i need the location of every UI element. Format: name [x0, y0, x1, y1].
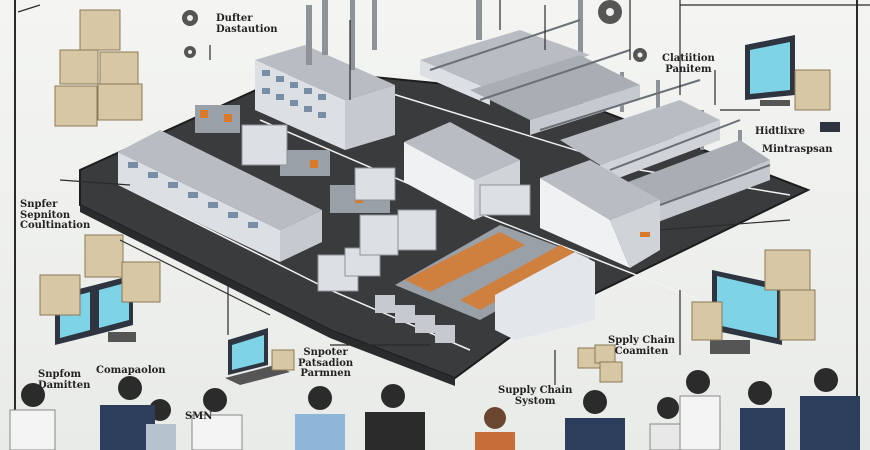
label-right-bottom: Spply Chain Coamiten	[608, 335, 676, 357]
office-building	[255, 45, 395, 150]
label-left-bottom-3: SMN	[185, 411, 213, 422]
label-right-middle-1: Hidtlixre	[755, 126, 806, 137]
label-left-middle: Snpfer Sepniton Coultination	[20, 199, 91, 231]
label-bottom-center: Supply Chain Systom	[498, 385, 573, 407]
platform-edge	[80, 205, 455, 386]
computer-monitor-top-right	[745, 35, 840, 132]
label-left-bottom: Snpfom Damitten	[38, 369, 91, 391]
processing-plant-top	[420, 30, 770, 225]
distribution-building	[540, 160, 660, 268]
gear-icon	[182, 0, 647, 62]
audience-people	[9, 368, 860, 450]
warehouse-left	[118, 130, 322, 262]
right-border	[856, 0, 858, 450]
computer-monitor-left	[39, 234, 161, 345]
label-right-middle-2: Mintraspsan	[762, 144, 833, 155]
cardboard-boxes-top-left	[54, 9, 143, 127]
computer-monitor-bottom-right	[691, 249, 816, 354]
label-center-bottom: Snpoter Patsadion Parmnen	[298, 347, 354, 379]
pipe-network	[429, 19, 771, 206]
assembly-line	[375, 225, 595, 343]
label-left-bottom-2: Comapaolon	[96, 365, 166, 376]
left-border	[14, 0, 16, 450]
connector-lines	[17, 0, 870, 385]
laptop-center	[225, 328, 295, 385]
small-buildings	[241, 124, 531, 292]
boxes-bottom-center	[577, 344, 623, 383]
label-top-center: Dufter Dastaution	[216, 13, 278, 35]
label-right-upper: Clatiition Panitem	[662, 53, 715, 75]
